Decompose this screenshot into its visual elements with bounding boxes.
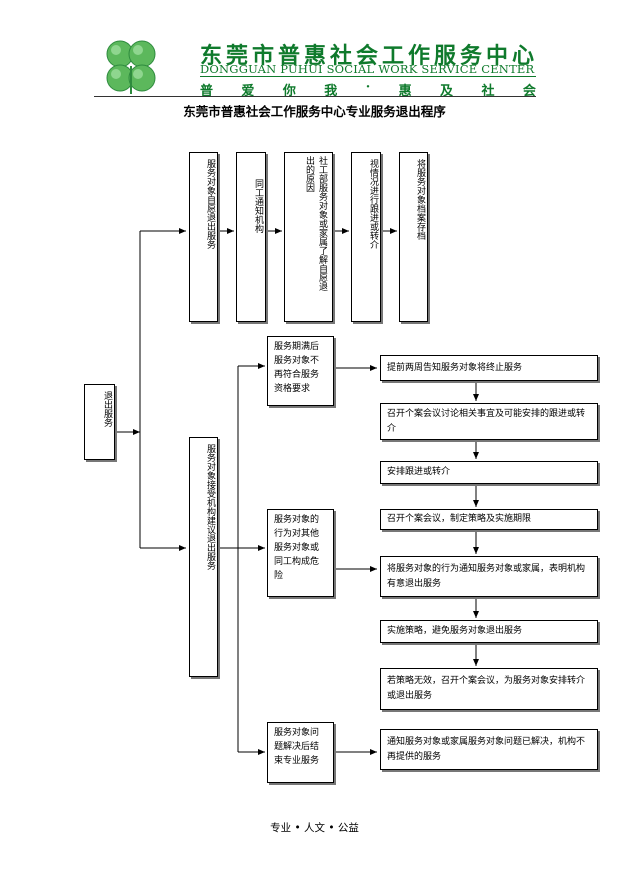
node-step-notify-solved: 通知服务对象或家属服务对象问题已解决，机构不再提供的服务: [380, 729, 598, 770]
slogan: 普 爱 你 我 · 惠 及 社 会: [200, 80, 536, 99]
slogan-char: ·: [365, 80, 371, 95]
node-cond-solved: 服务对象问题解决后结束专业服务: [267, 722, 334, 783]
node-self-exit: 服务对象自愿退出服务: [189, 152, 218, 322]
header-rule: [94, 96, 536, 97]
node-follow-up: 视情况进行跟进或转介: [351, 152, 381, 322]
node-label: 服务期满后服务对象不再符合服务资格要求: [274, 342, 320, 394]
page-title: 东莞市普惠社会工作服务中心专业服务退出程序: [183, 104, 446, 119]
node-label: 提前两周告知服务对象将终止服务: [387, 362, 523, 373]
node-step-arrange: 安排跟进或转介: [380, 461, 598, 484]
slogan-char: 你: [282, 84, 296, 99]
node-accept-suggestion: 服务对象接受机构建议退出服务: [189, 437, 218, 677]
node-cond-expired: 服务期满后服务对象不再符合服务资格要求: [267, 336, 334, 406]
footer-motto: 专业 • 人文 • 公益: [270, 822, 359, 834]
slogan-char: 惠: [398, 84, 412, 99]
node-label: 退出服务: [102, 391, 112, 427]
node-cond-danger: 服务对象的行为对其他服务对象或同工构成危险: [267, 509, 334, 597]
node-notify-colleague: 同工通知机构: [236, 152, 266, 322]
brand-divider: [200, 76, 536, 77]
slogan-char: 会: [522, 84, 536, 99]
node-label: 实施策略，避免服务对象退出服务: [387, 626, 523, 636]
slogan-char: 爱: [241, 84, 255, 99]
org-name-cn: 东莞市普惠社会工作服务中心: [200, 43, 539, 69]
node-label: 社工部服务对象或家属了解自愿退出的原因: [304, 156, 327, 291]
node-exit-service: 退出服务: [84, 384, 115, 460]
node-step-ineffective: 若策略无效，召开个案会议，为服务对象安排转介或退出服务: [380, 668, 598, 710]
node-label: 将服务对象档案存档: [415, 159, 425, 240]
node-label: 服务对象问题解决后结束专业服务: [274, 728, 320, 766]
node-step-notify-family: 将服务对象的行为通知服务对象或家属，表明机构有意退出服务: [380, 556, 598, 597]
node-step-implement: 实施策略，避免服务对象退出服务: [380, 620, 598, 643]
node-label: 召开个案会议讨论相关事宜及可能安排的跟进或转介: [387, 408, 586, 434]
letterhead: 东莞市普惠社会工作服务中心 DONGGUAN PUHUI SOCIAL WORK…: [0, 0, 629, 100]
node-step-meeting-strategy: 召开个案会议，制定策略及实施期限: [380, 509, 598, 530]
node-label: 同工通知机构: [253, 179, 263, 233]
slogan-char: 及: [440, 84, 454, 99]
slogan-char: 普: [200, 84, 214, 99]
node-label: 服务对象的行为对其他服务对象或同工构成危险: [274, 515, 320, 581]
node-label: 安排跟进或转介: [387, 467, 451, 477]
node-label: 服务对象接受机构建议退出服务: [205, 444, 215, 570]
org-name-en: DONGGUAN PUHUI SOCIAL WORK SERVICE CENTE…: [200, 62, 535, 76]
slogan-char: 社: [481, 84, 495, 99]
node-label: 召开个案会议，制定策略及实施期限: [387, 514, 532, 524]
clover-logo-icon: [106, 40, 156, 94]
node-archive: 将服务对象档案存档: [399, 152, 428, 322]
node-label: 服务对象自愿退出服务: [205, 159, 215, 249]
node-understand-reason: 社工部服务对象或家属了解自愿退出的原因: [284, 152, 333, 322]
node-label: 若策略无效，召开个案会议，为服务对象安排转介或退出服务: [387, 676, 586, 701]
node-step-case-meeting: 召开个案会议讨论相关事宜及可能安排的跟进或转介: [380, 403, 598, 440]
slogan-char: 我: [324, 84, 338, 99]
node-label: 视情况进行跟进或转介: [368, 159, 378, 249]
node-label: 将服务对象的行为通知服务对象或家属，表明机构有意退出服务: [387, 563, 586, 589]
node-step-notify-two-weeks: 提前两周告知服务对象将终止服务: [380, 355, 598, 381]
node-label: 通知服务对象或家属服务对象问题已解决，机构不再提供的服务: [387, 736, 586, 762]
